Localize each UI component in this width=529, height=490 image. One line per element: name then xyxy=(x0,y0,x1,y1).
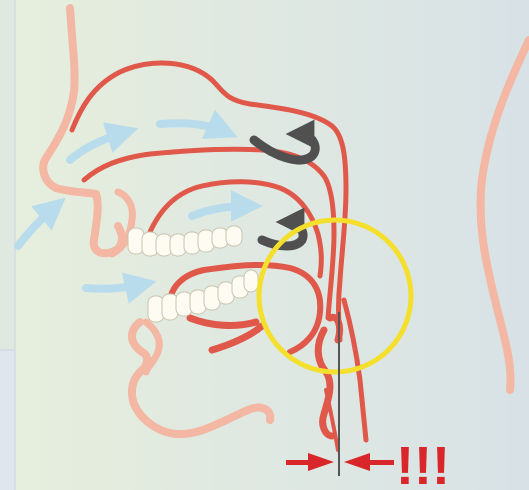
right-pinch-arrow-shaft xyxy=(368,460,394,465)
lower-tooth xyxy=(244,270,258,292)
upper-tooth xyxy=(226,226,242,246)
airflow-arrow-icon xyxy=(86,284,144,289)
left-panel xyxy=(0,0,15,350)
left-pinch-arrow-shaft xyxy=(286,460,310,465)
alert-label: !!! xyxy=(396,436,450,490)
